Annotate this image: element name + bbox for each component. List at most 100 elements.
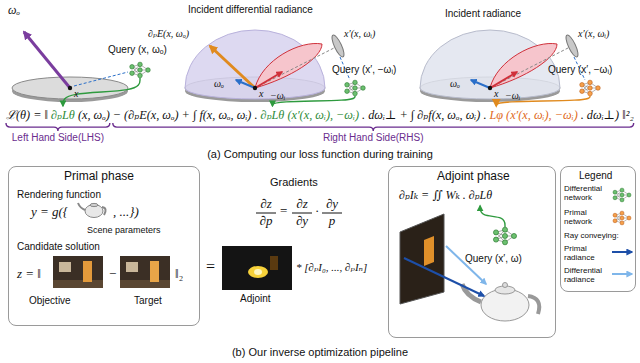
- node-text: Scene parameters: [87, 225, 161, 235]
- network-icon: [130, 62, 150, 78]
- label: Left Hand Side(LHS): [12, 132, 104, 144]
- legend-text: Differential radiance: [564, 267, 612, 285]
- formula-term: −: [113, 108, 121, 122]
- node-text: Candidate solution: [17, 241, 100, 253]
- label: ∂ₚE(x, ωₒ): [148, 28, 189, 40]
- label: ωₒ: [450, 78, 460, 90]
- target-image: [120, 256, 170, 288]
- adjoint-image: [248, 266, 268, 278]
- network-icon: [613, 211, 631, 225]
- network-icon: [345, 89, 349, 93]
- loss-formula: ℒ(θ) = ‖∂ₚLθ(x, ωₒ)−(∂ₚE(x, ωₒ) + ∫ f(x,…: [6, 108, 634, 122]
- legend-box: LegendRay conveying: Differential network…: [560, 166, 636, 292]
- hemisphere: [185, 30, 560, 99]
- brace: [6, 123, 110, 131]
- network-icon: [580, 83, 584, 87]
- direction-arrow: [24, 32, 517, 88]
- node-text: Target: [134, 295, 162, 307]
- direction-arrow: [24, 32, 70, 88]
- label: ∂y: [322, 197, 342, 212]
- network-icon: [138, 62, 142, 66]
- formula-term: (x′(x, ωᵢ), −ωᵢ): [506, 108, 578, 122]
- network-icon: [502, 227, 507, 232]
- label: x: [494, 88, 498, 100]
- scene-illustration: [446, 246, 486, 284]
- node-text: Legend: [579, 170, 612, 182]
- network-icon: [345, 80, 365, 96]
- rendered-image: [53, 256, 103, 288]
- network-icon: [627, 193, 631, 197]
- formula-term: (∂ₚE(x, ωₒ) + ∫ f(x, ωₒ, ωᵢ) .: [124, 108, 257, 122]
- label: ·: [315, 204, 319, 219]
- query-leader: [74, 72, 128, 86]
- network-icon: [613, 196, 617, 200]
- label: ωₒ: [8, 4, 20, 18]
- network-icon: [588, 86, 592, 90]
- figure-caption: (a) Computing our loss function during t…: [0, 148, 640, 161]
- network-icon: [620, 188, 624, 192]
- label: x′(x, ωᵢ): [578, 28, 609, 40]
- network-icon: [613, 213, 617, 217]
- label: x: [74, 88, 78, 100]
- node-text: Query (x′, ω): [465, 253, 522, 265]
- legend-ray-sample: [612, 252, 632, 274]
- label: p: [322, 214, 342, 229]
- network-icon: [620, 198, 624, 202]
- node-text: Ray conveying:: [564, 231, 619, 240]
- network-icon: [511, 233, 516, 238]
- target-image: [120, 280, 170, 288]
- node-text: , ...}): [113, 205, 139, 220]
- label: x′(x, ωᵢ): [344, 28, 375, 40]
- legend-text: Primal network: [564, 209, 612, 227]
- phase-panel: Primal phaseRendering functiony = g({, .…: [8, 166, 200, 326]
- teapot-icon: [78, 203, 85, 210]
- adjoint-image: [222, 246, 292, 290]
- query-leader: [74, 57, 585, 86]
- label: −ωᵢ: [270, 90, 285, 102]
- formula-term: . dωᵢ⊥ + ∫ ∂ₚf(x, ωₒ, ωᵢ) .: [362, 108, 486, 122]
- adjoint-image: [270, 256, 278, 270]
- node-text: z = ‖: [17, 267, 41, 282]
- target-image: [126, 262, 138, 272]
- formula-term: . dωᵢ⊥) ‖²₂: [581, 108, 634, 122]
- formula-term: (x′(x, ωᵢ), −ωᵢ): [287, 108, 359, 122]
- target-image: [150, 261, 159, 282]
- scene-illustration: [424, 236, 434, 266]
- shading-point: [253, 86, 257, 90]
- teapot-icon: [90, 203, 98, 206]
- leader-arrow: [63, 78, 140, 106]
- label: Query (x′, −ωᵢ): [548, 64, 612, 76]
- direction-arrow: [490, 72, 517, 88]
- network-icon: [613, 219, 617, 223]
- network-icon: [353, 86, 357, 90]
- network-icon: [353, 91, 357, 95]
- network-icon: [620, 221, 624, 225]
- teapot-icon: [78, 203, 106, 218]
- network-icon: [580, 89, 584, 93]
- legend-text: Differential network: [564, 185, 612, 203]
- formula-term: ∂ₚLθ: [261, 108, 285, 122]
- network-icon: [130, 65, 134, 69]
- label: ωₒ: [214, 78, 224, 90]
- rendered-image: [83, 261, 92, 282]
- label: Incident radiance: [445, 8, 521, 20]
- network-icon: [620, 193, 624, 197]
- phase-panel: Adjoint phase∂ₚIₖ = ∬ Wₖ . ∂ₚLθQuery (x′…: [388, 166, 556, 338]
- network-icon: [493, 237, 498, 242]
- scene-illustration: [503, 283, 508, 288]
- rendered-image: [53, 280, 103, 288]
- label: =: [206, 258, 215, 276]
- rendered-image: [53, 256, 103, 288]
- direction-arrow: [471, 80, 490, 88]
- network-icon: [493, 227, 516, 245]
- direction-arrow: [255, 72, 282, 88]
- network-icon: [138, 68, 142, 72]
- leader-arrow: [480, 206, 505, 227]
- network-icon: [345, 83, 349, 87]
- radiance-lobe: [490, 43, 557, 88]
- hemisphere: [420, 30, 560, 99]
- network-icon: [613, 188, 631, 202]
- hemisphere: [185, 30, 325, 99]
- label: =: [280, 204, 287, 219]
- rendered-image: [59, 262, 71, 272]
